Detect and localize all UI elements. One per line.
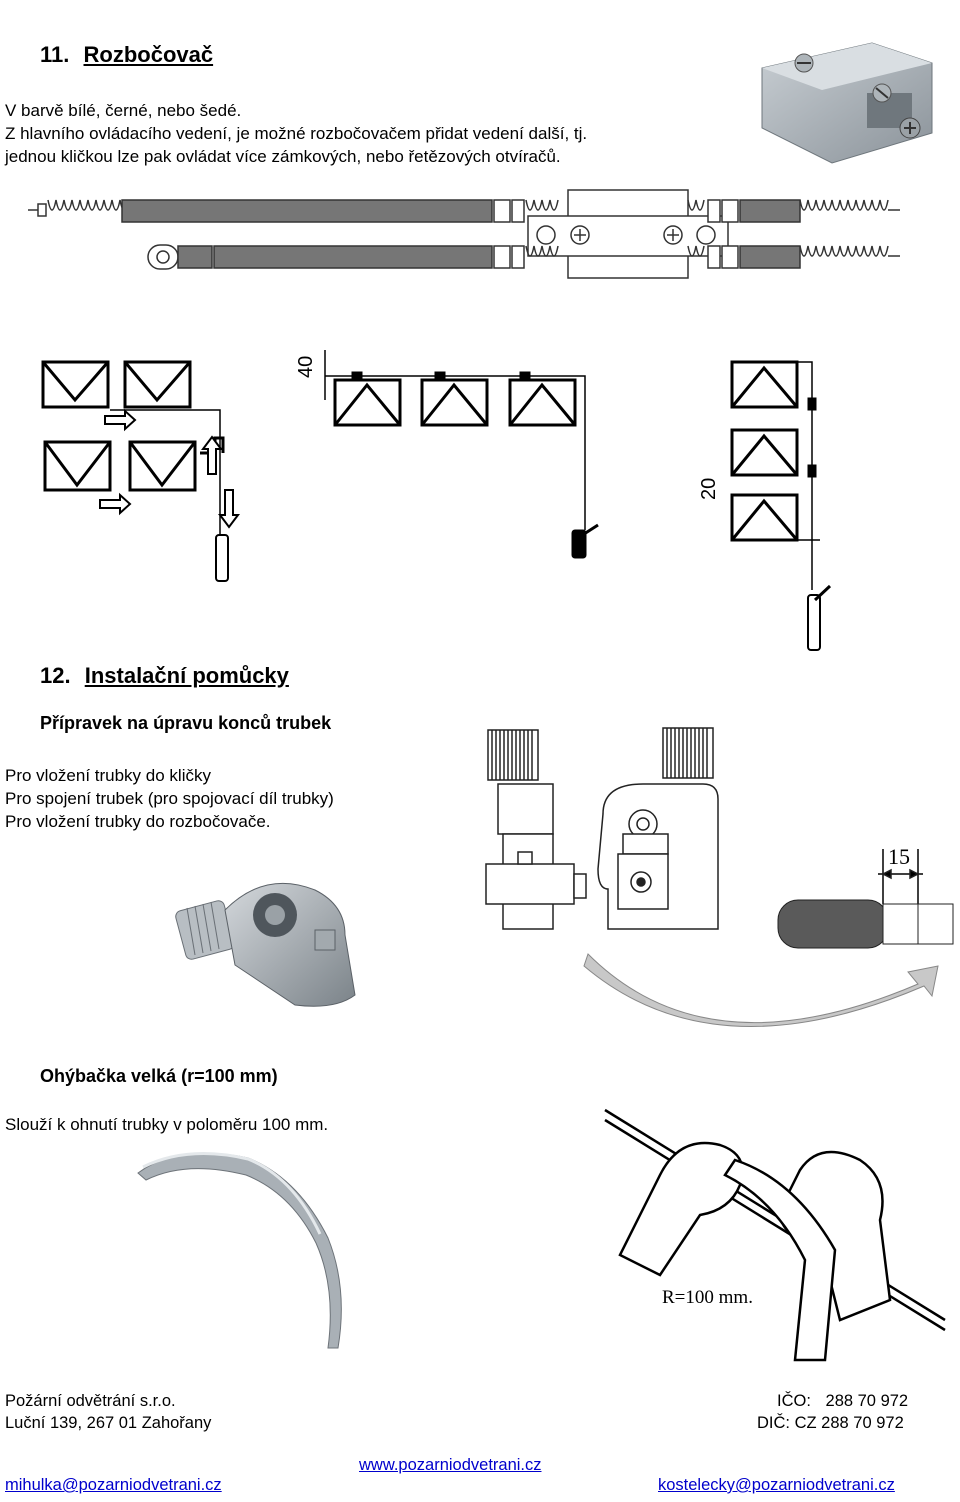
dic-label: DIČ: — [757, 1414, 790, 1432]
text-line: V barvě bílé, černé, nebo šedé. — [5, 101, 242, 120]
section-title: Instalační pomůcky — [84, 663, 289, 688]
text-line: jednou kličkou lze pak ovládat více zámk… — [5, 147, 561, 166]
tool2-text: Slouží k ohnutí trubky v poloměru 100 mm… — [5, 1115, 329, 1134]
footer-web-link[interactable]: www.pozarniodvetrani.cz — [359, 1456, 542, 1474]
dic-value: CZ 288 70 972 — [794, 1414, 904, 1432]
ico-label: IČO: — [777, 1392, 811, 1410]
footer-company: Požární odvětrání s.r.o. — [5, 1392, 176, 1410]
text-line: Pro spojení trubek (pro spojovací díl tr… — [5, 789, 334, 808]
section-number: 11. — [40, 42, 70, 67]
dim-20-label: 20 — [698, 478, 720, 500]
text-line: Z hlavního ovládacího vedení, je možné r… — [5, 124, 588, 143]
text-line: Pro vložení trubky do kličky — [5, 766, 211, 785]
splitter-photo — [761, 42, 933, 164]
section-title: Rozbočovač — [83, 42, 214, 67]
section-number: 12. — [40, 663, 71, 688]
dim-15-label: 15 — [888, 844, 910, 869]
radius-label: R=100 mm. — [662, 1287, 753, 1308]
footer-email-right[interactable]: kostelecky@pozarniodvetrani.cz — [658, 1476, 895, 1494]
bender-diagram: R=100 mm. — [604, 1108, 946, 1362]
dim-40-label: 40 — [295, 356, 317, 378]
text-line: Pro vložení trubky do rozbočovače. — [5, 812, 271, 831]
tool2-heading: Ohýbačka velká (r=100 mm) — [40, 1066, 278, 1086]
tool1-heading: Přípravek na úpravu konců trubek — [40, 713, 332, 733]
tube-cutter-diagram: 15 — [485, 727, 954, 1027]
section-11-text: V barvě bílé, černé, nebo šedé. Z hlavní… — [5, 99, 745, 168]
footer-dic: DIČ: CZ 288 70 972 — [757, 1413, 904, 1434]
installation-diagrams: 40 20 — [41, 350, 832, 651]
splitter-assembly-diagram — [28, 189, 900, 279]
tool1-text: Pro vložení trubky do kličky Pro spojení… — [5, 764, 465, 833]
section-11-heading: 11. Rozbočovač — [40, 42, 213, 68]
footer-email-left[interactable]: mihulka@pozarniodvetrani.cz — [5, 1476, 222, 1494]
ico-value: 288 70 972 — [825, 1392, 909, 1410]
footer-address: Luční 139, 267 01 Zahořany — [5, 1414, 212, 1432]
tube-cutter-photo — [175, 882, 356, 1007]
section-12-heading: 12. Instalační pomůcky — [40, 663, 289, 689]
bender-photo — [137, 1152, 342, 1349]
footer-ico: IČO: 288 70 972 — [777, 1391, 908, 1412]
